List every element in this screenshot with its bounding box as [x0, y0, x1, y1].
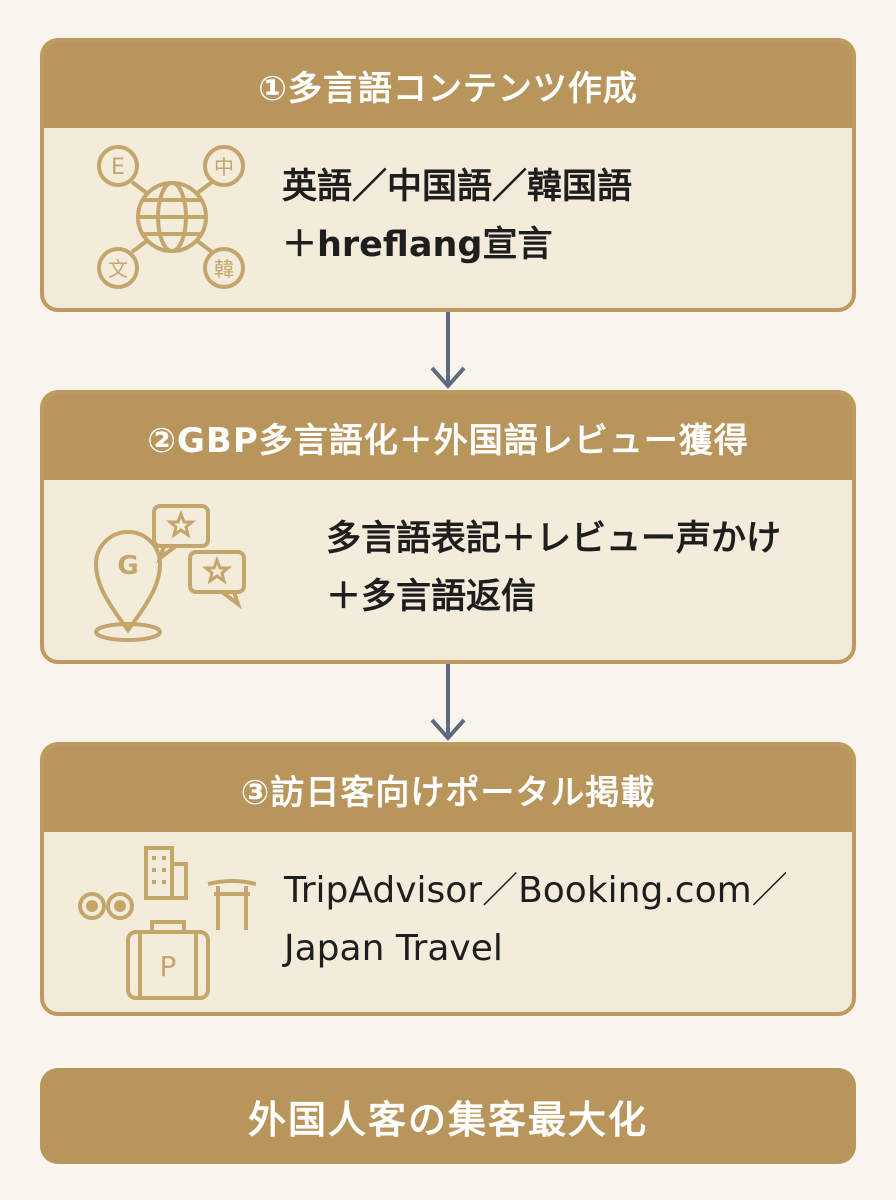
chinese-label: 中: [214, 155, 234, 179]
korean-label: 韓: [214, 257, 234, 281]
step-1-line-1: 英語／中国語／韓国語: [282, 167, 633, 207]
step-2-line-1: 多言語表記＋レビュー声かけ: [326, 519, 782, 559]
step-3-card: ③訪日客向けポータル掲載: [40, 742, 856, 1016]
step-1-title: ①多言語コンテンツ作成: [44, 42, 852, 128]
step-2-body: G 多言語表記＋レビュー声かけ ＋多言語返信: [44, 480, 852, 660]
step-3-body: P TripAdvisor／Booking.com／ Japan Travel: [44, 832, 852, 1012]
suitcase-p-label: P: [160, 950, 177, 983]
arrow-down-icon: [430, 312, 466, 390]
step-2-title: ②GBP多言語化＋外国語レビュー獲得: [44, 394, 852, 480]
step-3-text: TripAdvisor／Booking.com／ Japan Travel: [284, 862, 788, 978]
step-2-text: 多言語表記＋レビュー声かけ ＋多言語返信: [326, 510, 781, 626]
travel-portal-icon: P: [76, 846, 257, 1002]
pin-g-label: G: [117, 551, 138, 581]
result-banner: 外国人客の集客最大化: [40, 1068, 856, 1164]
arrow-down-icon: [430, 664, 466, 742]
step-3-line-2: Japan Travel: [284, 928, 503, 969]
step-3-title: ③訪日客向けポータル掲載: [44, 746, 852, 832]
map-pin-review-icon: G: [88, 500, 258, 650]
step-1-body: E 中 文 韓 英語／中国語／韓国語 ＋hreflang宣言: [44, 128, 852, 308]
globe-language-icon: E 中 文 韓: [92, 142, 252, 292]
step-2-line-2: ＋多言語返信: [326, 577, 537, 617]
step-1-line-2: ＋hreflang宣言: [282, 225, 553, 265]
step-2-card: ②GBP多言語化＋外国語レビュー獲得 G 多言語表記＋レビュー声かけ ＋多言語返…: [40, 390, 856, 664]
japanese-label: 文: [108, 257, 128, 281]
step-3-line-1: TripAdvisor／Booking.com／: [284, 870, 788, 911]
english-label: E: [111, 155, 125, 180]
step-1-text: 英語／中国語／韓国語 ＋hreflang宣言: [282, 158, 632, 274]
step-1-card: ①多言語コンテンツ作成 E 中 文 韓 英語: [40, 38, 856, 312]
